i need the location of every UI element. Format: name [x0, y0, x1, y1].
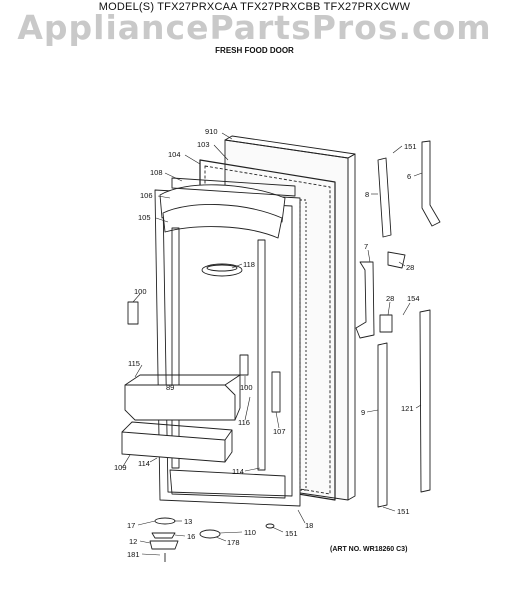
callout-100-right: 100: [240, 383, 253, 392]
callout-106: 106: [140, 191, 153, 200]
callout-109: 109: [114, 463, 127, 472]
callout-13: 13: [184, 517, 192, 526]
callout-151-hinge: 151: [285, 529, 298, 538]
callout-8: 8: [365, 190, 369, 199]
leader-lines: [121, 132, 423, 556]
liner-rails: [171, 199, 307, 491]
callout-labels: 910 103 104 108 106 105 118 100 115 89 1…: [114, 127, 420, 559]
callout-910: 910: [205, 127, 218, 136]
callout-118: 118: [243, 260, 255, 269]
dairy-handle: [201, 263, 243, 277]
callout-107: 107: [273, 427, 286, 436]
callout-18: 18: [305, 521, 313, 530]
model-list: MODEL(S) TFX27PRXCAA TFX27PRXCBB TFX27PR…: [98, 1, 411, 13]
door-bin-lower: [121, 421, 233, 463]
bottom-hinge-parts: [149, 517, 275, 562]
callout-12: 12: [129, 537, 137, 546]
callout-115: 115: [128, 359, 140, 368]
diagram-title: FRESH FOOD DOOR: [215, 46, 294, 55]
callout-103: 103: [197, 140, 210, 149]
art-number: (ART NO. WR18260 C3): [330, 546, 408, 553]
callout-151-top: 151: [404, 142, 417, 151]
callout-108: 108: [150, 168, 163, 177]
callout-114-right: 114: [232, 467, 244, 476]
callout-89: 89: [166, 383, 174, 392]
watermark: AppliancePartsPros.com: [17, 8, 492, 47]
callout-6: 6: [407, 172, 411, 181]
callout-7: 7: [364, 242, 368, 251]
callout-9: 9: [361, 408, 365, 417]
door-bin-upper: [124, 374, 241, 421]
callout-17: 17: [127, 521, 135, 530]
callout-151-bottom: 151: [397, 507, 410, 516]
callout-105: 105: [138, 213, 151, 222]
callout-28-upper: 28: [406, 263, 414, 272]
handle-parts: [355, 140, 441, 508]
top-trim: [159, 177, 296, 239]
callout-114-left: 114: [138, 459, 150, 468]
callout-116: 116: [238, 418, 250, 427]
callout-181: 181: [127, 550, 140, 559]
callout-110: 110: [244, 528, 256, 537]
callout-100-left: 100: [134, 287, 147, 296]
callout-16: 16: [187, 532, 195, 541]
callout-178: 178: [227, 538, 240, 547]
callout-154: 154: [407, 294, 420, 303]
callout-28-lower: 28: [386, 294, 394, 303]
callout-121: 121: [401, 404, 414, 413]
callout-104: 104: [168, 150, 181, 159]
clip-100-right: [239, 354, 249, 376]
clip-100-left: [127, 301, 139, 325]
